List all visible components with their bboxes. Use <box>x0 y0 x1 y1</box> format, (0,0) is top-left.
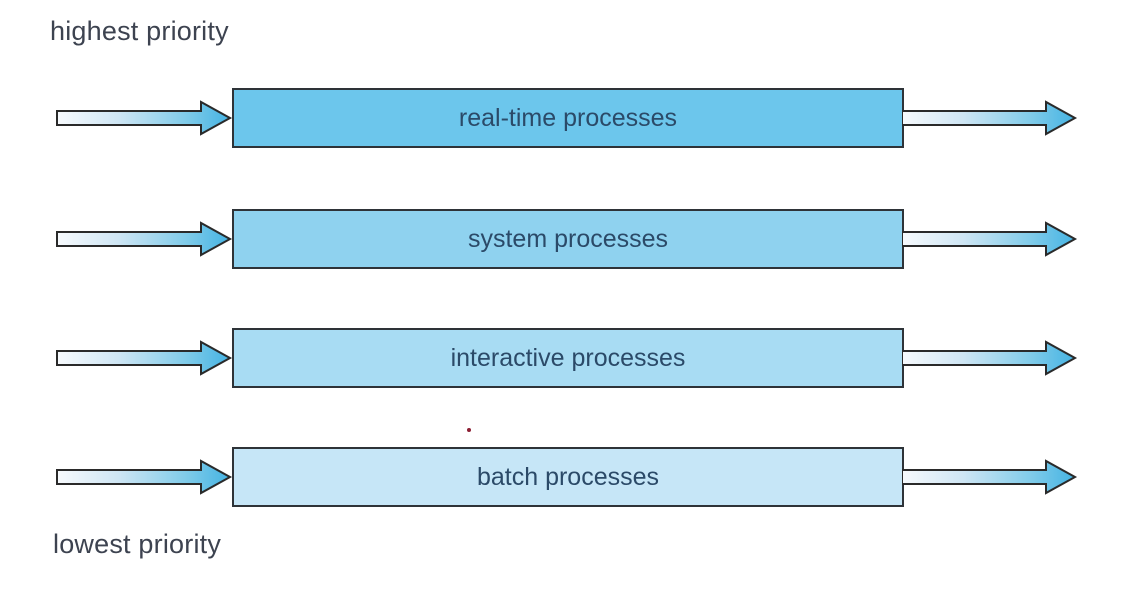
outflow-arrow-icon <box>902 459 1078 495</box>
queue-box-batch: batch processes <box>232 447 904 507</box>
inflow-arrow-icon <box>56 459 233 495</box>
queue-row-batch: batch processes <box>55 447 1078 507</box>
queue-box-interactive: interactive processes <box>232 328 904 388</box>
inflow-arrow-icon <box>56 100 233 136</box>
outflow-arrow-icon <box>902 340 1078 376</box>
queue-box-system: system processes <box>232 209 904 269</box>
queue-row-system: system processes <box>55 209 1078 269</box>
inflow-arrow-icon <box>56 340 233 376</box>
lowest-priority-label: lowest priority <box>53 529 222 559</box>
highest-priority-label: highest priority <box>50 16 229 46</box>
stray-dot-artifact <box>467 428 471 432</box>
queue-row-real-time: real-time processes <box>55 88 1078 148</box>
inflow-arrow-icon <box>56 221 233 257</box>
queue-row-interactive: interactive processes <box>55 328 1078 388</box>
queue-box-real-time: real-time processes <box>232 88 904 148</box>
outflow-arrow-icon <box>902 100 1078 136</box>
outflow-arrow-icon <box>902 221 1078 257</box>
